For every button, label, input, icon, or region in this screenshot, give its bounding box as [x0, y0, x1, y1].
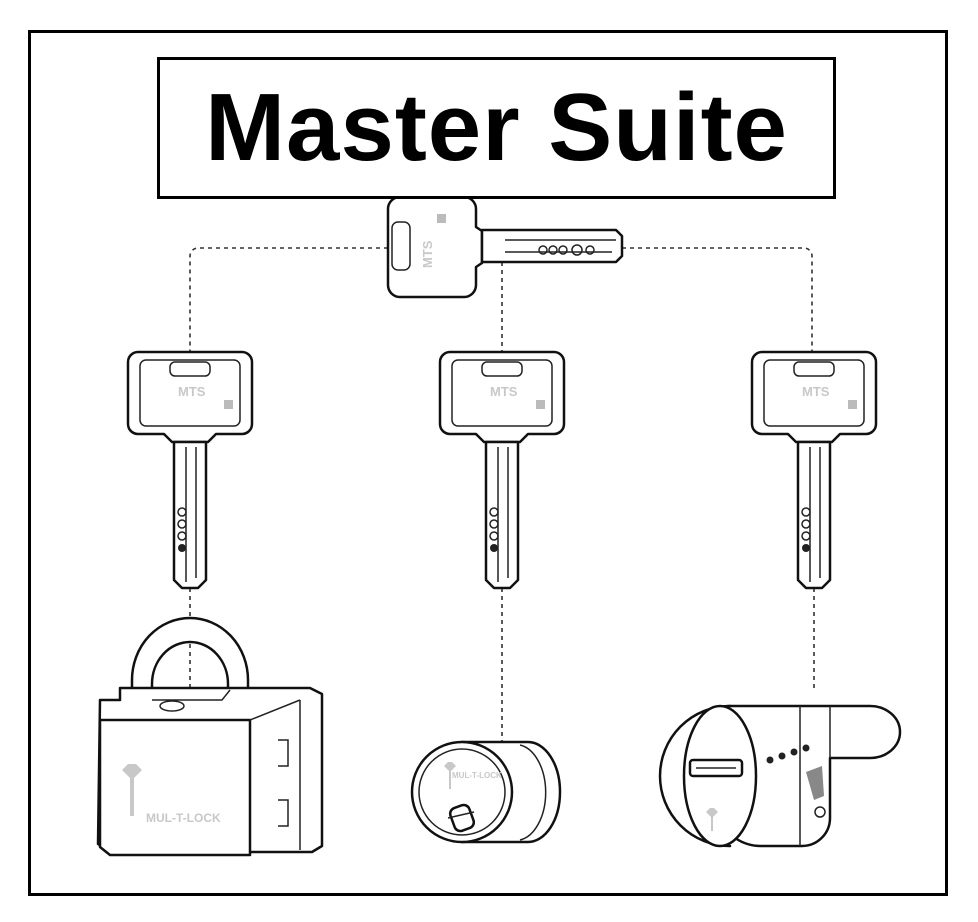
padlock-logo: MUL-T-LOCK: [146, 811, 221, 825]
rim-cylinder: MUL-T-LOCK: [410, 740, 562, 844]
title-box: Master Suite: [157, 57, 836, 199]
key-logo: MTS: [490, 384, 518, 399]
connector-right: [622, 247, 813, 352]
diagram-frame: [28, 30, 948, 896]
connector-left: [189, 247, 388, 352]
key-padlock: MTS: [126, 350, 254, 590]
padlock: MUL-T-LOCK: [96, 616, 324, 857]
master-key-logo: MTS: [420, 240, 435, 268]
master-key: MTS: [386, 195, 624, 299]
key-logo: MTS: [178, 384, 206, 399]
key-euro-cylinder: MTS: [750, 350, 878, 590]
key-logo: MTS: [802, 384, 830, 399]
euro-cylinder: [658, 704, 902, 848]
rim-cylinder-logo: MUL-T-LOCK: [452, 771, 502, 780]
key-rim-cylinder: MTS: [438, 350, 566, 590]
page-title: Master Suite: [205, 74, 788, 181]
